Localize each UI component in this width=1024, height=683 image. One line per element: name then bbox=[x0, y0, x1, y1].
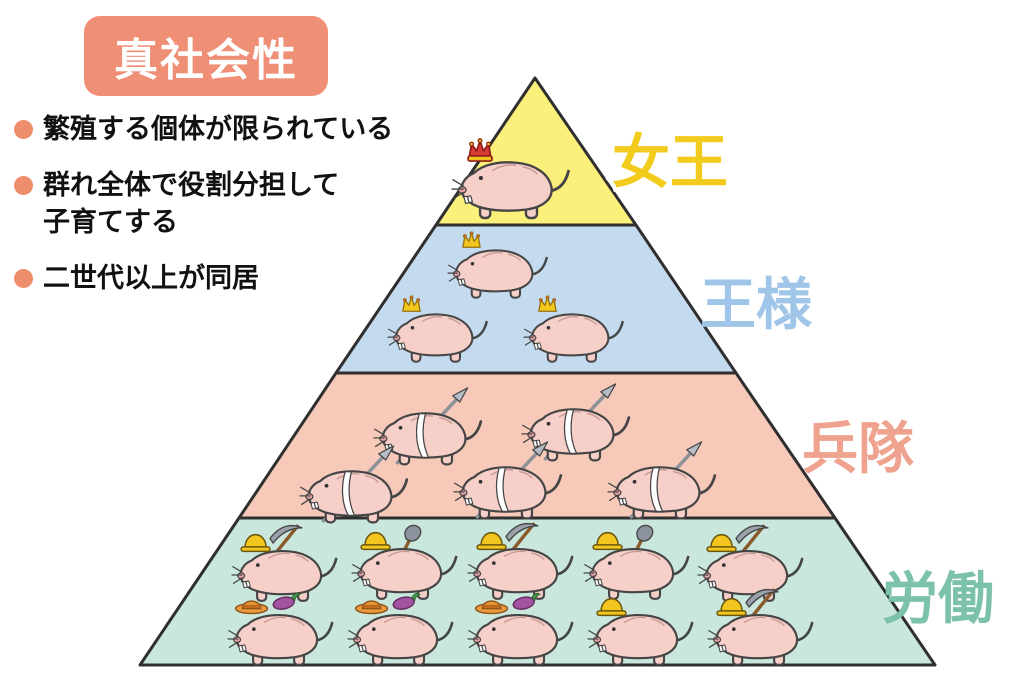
bullet-text: 繁殖する個体が限られている bbox=[43, 114, 394, 145]
bullet-dot-icon bbox=[14, 269, 33, 289]
list-item: 二世代以上が同居 bbox=[14, 261, 484, 297]
tier-label-king: 王様 bbox=[700, 273, 813, 338]
feature-bullet-list: 繁殖する個体が限られている 群れ全体で役割分担して 子育てする 二世代以上が同居 bbox=[14, 112, 484, 318]
page-title: 真社会性 bbox=[114, 35, 298, 86]
title-badge: 真社会性 bbox=[84, 16, 328, 96]
tier-label-queen: 女王 bbox=[612, 128, 728, 196]
list-item: 群れ全体で役割分担して 子育てする bbox=[14, 168, 484, 241]
list-item: 繁殖する個体が限られている bbox=[14, 112, 484, 148]
bullet-text: 群れ全体で役割分担して 子育てする bbox=[43, 170, 340, 238]
bullet-dot-icon bbox=[14, 176, 33, 196]
tier-label-worker: 労働 bbox=[882, 567, 994, 632]
bullet-text: 二世代以上が同居 bbox=[43, 263, 259, 295]
bullet-dot-icon bbox=[14, 120, 33, 139]
tier-label-soldier: 兵隊 bbox=[802, 417, 914, 482]
